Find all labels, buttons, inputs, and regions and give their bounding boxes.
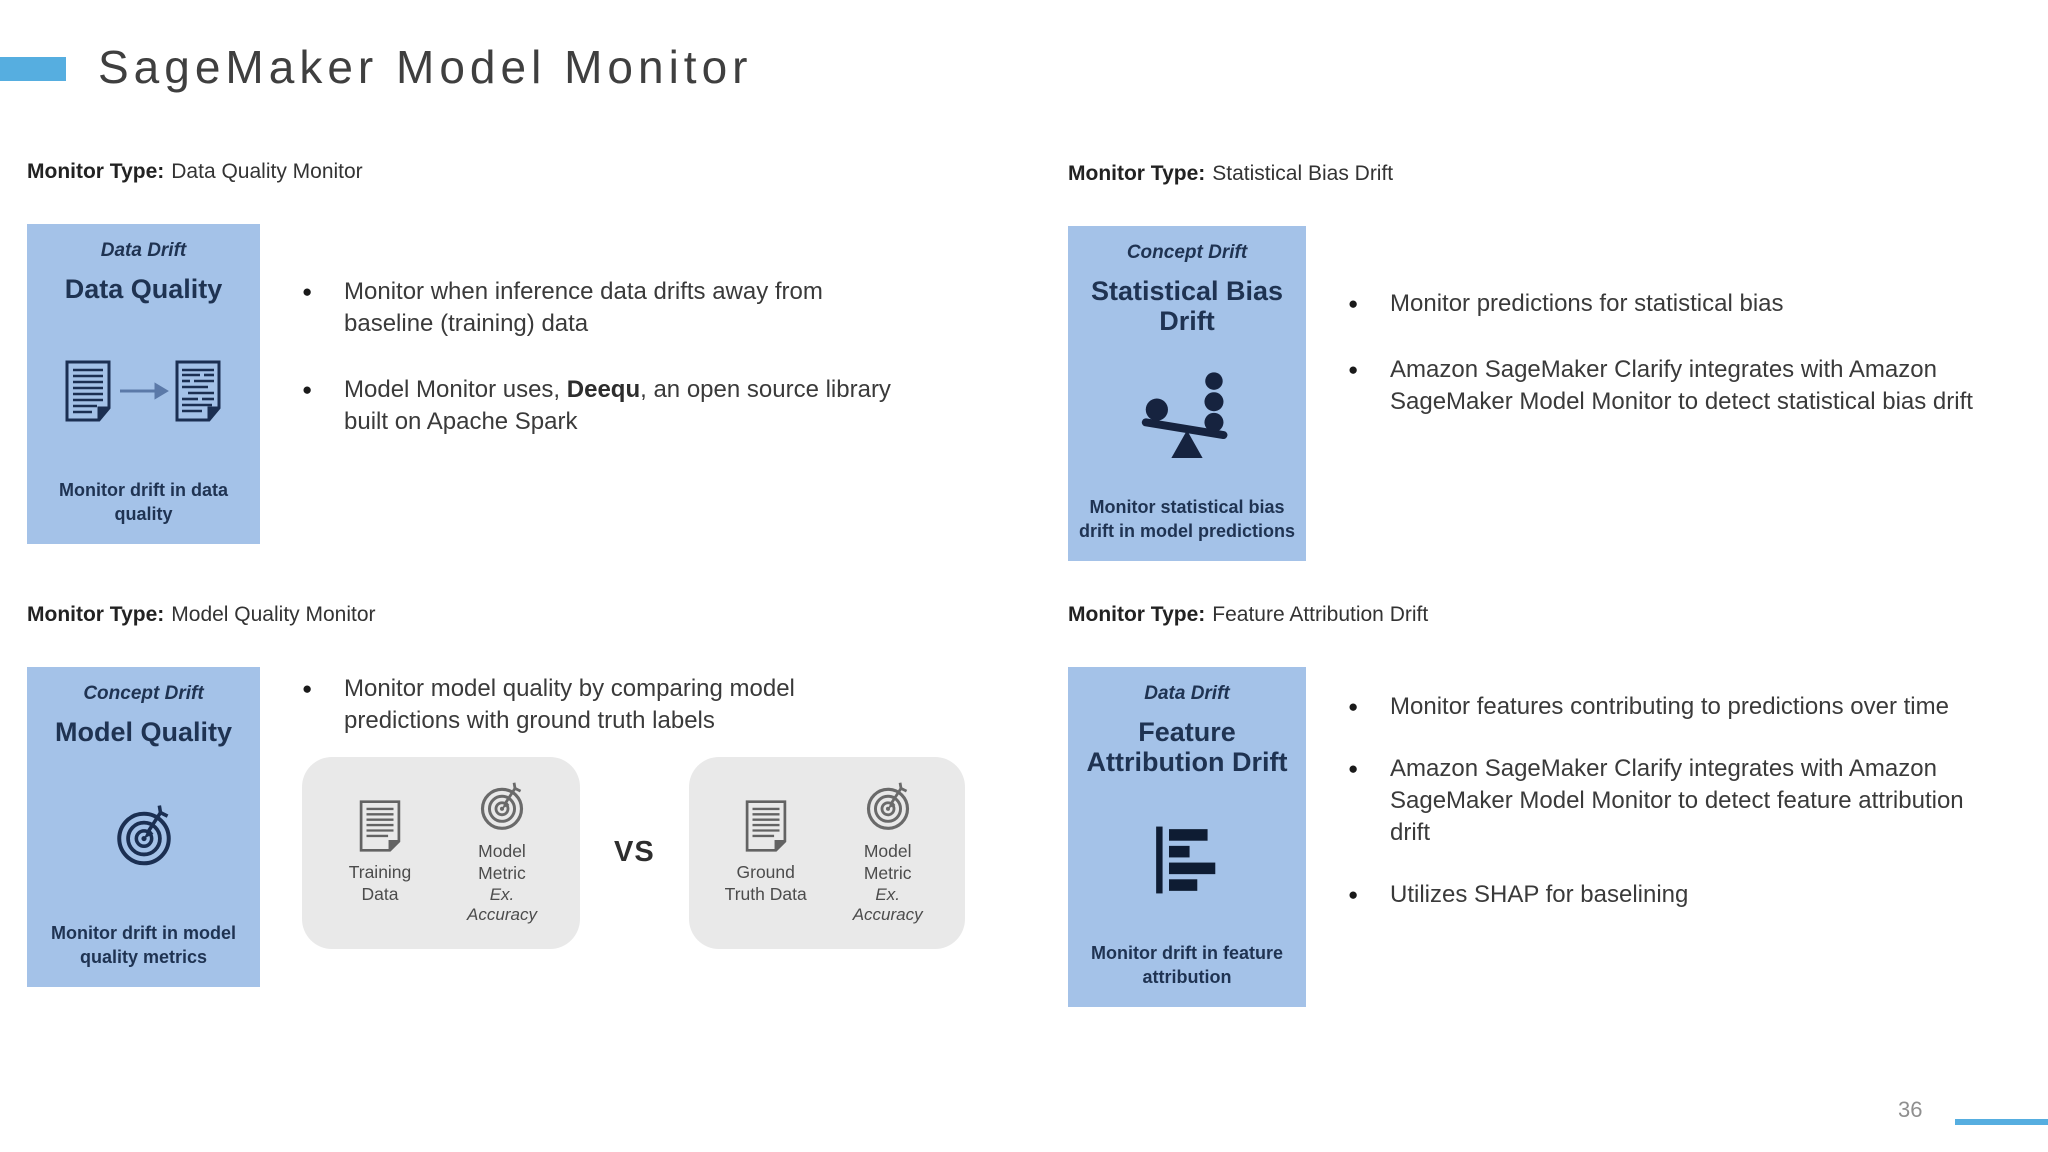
bullet-icon: ● bbox=[1348, 884, 1359, 904]
bias-seesaw-icon bbox=[1137, 336, 1237, 496]
card-tag: Concept Drift bbox=[1126, 242, 1248, 263]
monitor-type-line: Monitor Type: Data Quality Monitor bbox=[27, 160, 1027, 184]
comparison-row: Training Data bbox=[302, 756, 965, 949]
section-model-quality-monitor: Monitor Type: Model Quality Monitor Conce… bbox=[27, 603, 1037, 987]
card-caption: Monitor drift in model quality metrics bbox=[51, 923, 236, 967]
monitor-type-label: Monitor Type: bbox=[1068, 603, 1206, 626]
bullet-text: Monitor predictions for statistical bias bbox=[1390, 290, 1784, 317]
bullet-text: Model Monitor uses, Deequ, an open sourc… bbox=[344, 375, 891, 435]
card-tag: Concept Drift bbox=[83, 683, 204, 704]
bullet-text: Utilizes SHAP for baselining bbox=[1390, 880, 1689, 908]
bullet-text: Monitor features contributing to predict… bbox=[1390, 693, 1949, 720]
target-metric-icon bbox=[476, 780, 528, 832]
bullet-text: Amazon SageMaker Clarify integrates with… bbox=[1390, 355, 1973, 415]
list-item: ● Model Monitor uses, Deequ, an open sou… bbox=[302, 374, 904, 438]
bullet-icon: ● bbox=[1348, 359, 1359, 379]
comparison-item-sub: Ex. Accuracy bbox=[852, 884, 923, 925]
list-item: ● Monitor features contributing to predi… bbox=[1348, 691, 1990, 723]
page-title: SageMaker Model Monitor bbox=[98, 41, 753, 93]
footer-accent-line bbox=[1955, 1119, 2048, 1125]
title-accent-bar bbox=[0, 57, 66, 81]
list-item: ● Amazon SageMaker Clarify integrates wi… bbox=[1348, 753, 1990, 849]
comparison-item-sub: Ex. Accuracy bbox=[467, 884, 537, 925]
ground-truth-box: Ground Truth Data bbox=[688, 756, 965, 949]
bullet-text: Monitor when inference data drifts away … bbox=[344, 278, 823, 337]
page-number: 36 bbox=[1898, 1097, 1923, 1122]
list-item: ● Monitor model quality by comparing mod… bbox=[302, 673, 965, 737]
list-item: ● Utilizes SHAP for baselining bbox=[1348, 879, 1990, 911]
card-title: Model Quality bbox=[54, 717, 233, 747]
bullet-icon: ● bbox=[1348, 294, 1359, 313]
section-feature-attribution-drift: Monitor Type: Feature Attribution Drift D… bbox=[1068, 603, 2043, 1007]
card-caption: Monitor statistical bias drift in model … bbox=[1078, 497, 1295, 541]
bullet-icon: ● bbox=[302, 379, 313, 399]
list-item: ● Amazon SageMaker Clarify integrates wi… bbox=[1348, 354, 1990, 418]
document-icon bbox=[358, 799, 402, 853]
training-data-box: Training Data bbox=[302, 756, 580, 949]
comparison-item: Ground Truth Data bbox=[718, 799, 814, 906]
monitor-type-value: Data Quality Monitor bbox=[171, 160, 363, 183]
target-metric-icon bbox=[111, 747, 177, 922]
list-item: ● Monitor predictions for statistical bi… bbox=[1348, 288, 1990, 320]
card-tag: Data Drift bbox=[1144, 683, 1230, 704]
monitor-type-label: Monitor Type: bbox=[27, 603, 165, 626]
document-icon bbox=[744, 799, 788, 853]
card-title: Data Quality bbox=[64, 274, 223, 304]
card-tag: Data Drift bbox=[100, 240, 187, 261]
bullet-icon: ● bbox=[1348, 758, 1359, 778]
bullet-text: Amazon SageMaker Clarify integrates with… bbox=[1390, 754, 1964, 846]
card-title: Feature Attribution Drift bbox=[1086, 717, 1288, 778]
comparison-item-label: Model Metric bbox=[863, 841, 912, 883]
comparison-item: Training Data bbox=[332, 799, 428, 906]
comparison-item: Model Metric Ex. Accuracy bbox=[454, 780, 550, 926]
comparison-item-label: Ground Truth Data bbox=[724, 862, 807, 905]
bullet-text: Monitor model quality by comparing model… bbox=[344, 675, 795, 734]
monitor-type-value: Feature Attribution Drift bbox=[1212, 603, 1429, 626]
model-quality-card: Concept Drift Model Quality Mo bbox=[27, 667, 260, 987]
monitor-type-line: Monitor Type: Feature Attribution Drift bbox=[1068, 603, 2043, 627]
section-statistical-bias-drift: Monitor Type: Statistical Bias Drift Conc… bbox=[1068, 162, 2043, 561]
feature-attribution-card: Data Drift Feature Attribution Drift Mon… bbox=[1068, 667, 1306, 1007]
bullet-icon: ● bbox=[302, 282, 313, 301]
monitor-type-label: Monitor Type: bbox=[1068, 162, 1206, 185]
data-quality-card: Data Drift Data Quality bbox=[27, 224, 260, 544]
statistical-bias-card: Concept Drift Statistical Bias Drift Mon… bbox=[1068, 226, 1306, 561]
comparison-item-label: Model Metric bbox=[478, 841, 526, 883]
documents-drift-icon bbox=[64, 304, 224, 479]
bullet-icon: ● bbox=[1348, 697, 1359, 716]
bullet-icon: ● bbox=[302, 679, 313, 698]
monitor-type-line: Monitor Type: Statistical Bias Drift bbox=[1068, 162, 2043, 186]
card-caption: Monitor drift in data quality bbox=[59, 480, 228, 524]
comparison-item-label: Training Data bbox=[348, 862, 412, 905]
feature-bars-icon bbox=[1151, 777, 1223, 942]
monitor-type-line: Monitor Type: Model Quality Monitor bbox=[27, 603, 1037, 627]
comparison-item: Model Metric Ex. Accuracy bbox=[840, 780, 936, 926]
section-data-quality-monitor: Monitor Type: Data Quality Monitor Data D… bbox=[27, 160, 1027, 544]
monitor-type-value: Model Quality Monitor bbox=[171, 603, 376, 626]
card-caption: Monitor drift in feature attribution bbox=[1091, 943, 1283, 987]
monitor-type-value: Statistical Bias Drift bbox=[1212, 162, 1394, 185]
vs-label: VS bbox=[614, 836, 655, 869]
card-title: Statistical Bias Drift bbox=[1090, 276, 1284, 337]
target-metric-icon bbox=[862, 780, 914, 832]
list-item: ● Monitor when inference data drifts awa… bbox=[302, 276, 904, 340]
monitor-type-label: Monitor Type: bbox=[27, 160, 165, 183]
